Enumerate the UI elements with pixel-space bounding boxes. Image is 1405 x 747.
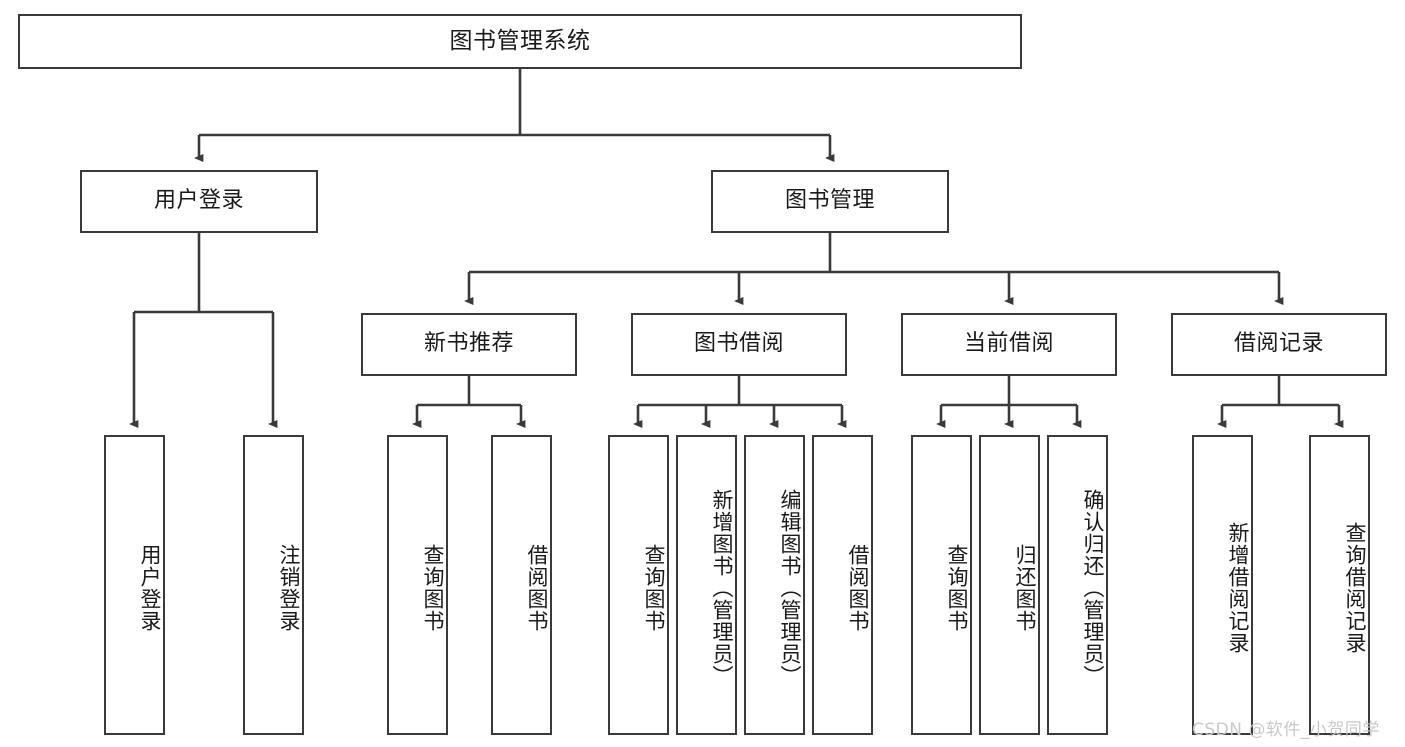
node-leaf-label: 新增借阅记录	[1226, 522, 1250, 654]
node-borrow-record-label: 借阅记录	[1233, 331, 1324, 357]
node-leaf-bookborrow-add-book[interactable]: 新增图书（管理员）	[676, 435, 737, 735]
node-leaf-label: 查询图书	[642, 544, 666, 632]
node-leaf-label: 借阅图书	[846, 544, 870, 632]
node-root-label: 图书管理系统	[449, 27, 591, 54]
node-borrow-record[interactable]: 借阅记录	[1171, 313, 1387, 376]
node-new-book-recommend[interactable]: 新书推荐	[361, 313, 577, 376]
node-leaf-label: 编辑图书（管理员）	[778, 489, 802, 687]
node-current-borrow[interactable]: 当前借阅	[901, 313, 1117, 376]
node-book-borrow-label: 图书借阅	[693, 331, 784, 357]
node-book-management[interactable]: 图书管理	[711, 170, 949, 233]
node-leaf-user-login-signin[interactable]: 用户登录	[104, 435, 165, 735]
node-book-management-label: 图书管理	[784, 188, 875, 214]
node-leaf-label: 用户登录	[138, 544, 162, 632]
node-root-book-management-system[interactable]: 图书管理系统	[18, 14, 1022, 69]
node-leaf-label: 查询图书	[421, 544, 445, 632]
node-leaf-label: 归还图书	[1013, 544, 1037, 632]
node-leaf-label: 确认归还（管理员）	[1081, 489, 1105, 687]
node-leaf-newbook-borrow-book[interactable]: 借阅图书	[491, 435, 552, 735]
node-leaf-user-login-signout[interactable]: 注销登录	[243, 435, 304, 735]
node-leaf-label: 新增图书（管理员）	[710, 489, 734, 687]
node-leaf-label: 查询借阅记录	[1343, 522, 1367, 654]
csdn-watermark: CSDN @软件_小贺同学	[1192, 720, 1380, 740]
node-leaf-bookborrow-query-book[interactable]: 查询图书	[608, 435, 669, 735]
node-leaf-label: 注销登录	[277, 544, 301, 632]
node-leaf-bookborrow-borrow-book[interactable]: 借阅图书	[812, 435, 873, 735]
node-leaf-newbook-query-book[interactable]: 查询图书	[387, 435, 448, 735]
node-leaf-label: 借阅图书	[525, 544, 549, 632]
node-current-borrow-label: 当前借阅	[963, 331, 1054, 357]
node-leaf-label: 查询图书	[945, 544, 969, 632]
node-user-login-label: 用户登录	[153, 188, 244, 214]
node-leaf-currentborrow-confirm-return[interactable]: 确认归还（管理员）	[1047, 435, 1108, 735]
node-leaf-borrowrecord-query-record[interactable]: 查询借阅记录	[1309, 435, 1370, 735]
node-new-book-recommend-label: 新书推荐	[423, 331, 514, 357]
node-leaf-borrowrecord-add-record[interactable]: 新增借阅记录	[1192, 435, 1253, 735]
node-user-login[interactable]: 用户登录	[80, 170, 318, 233]
node-leaf-currentborrow-query-book[interactable]: 查询图书	[911, 435, 972, 735]
node-book-borrow[interactable]: 图书借阅	[631, 313, 847, 376]
node-leaf-bookborrow-edit-book[interactable]: 编辑图书（管理员）	[744, 435, 805, 735]
node-leaf-currentborrow-return-book[interactable]: 归还图书	[979, 435, 1040, 735]
